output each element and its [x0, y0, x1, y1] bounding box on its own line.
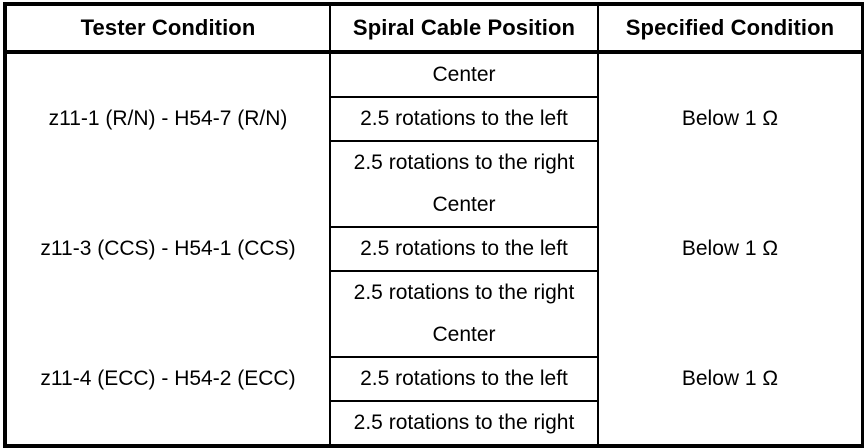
cell-spiral-cable-position: Center	[330, 314, 599, 358]
cell-specified-condition: Below 1 Ω	[598, 52, 863, 184]
table-body: z11-1 (R/N) - H54-7 (R/N) Center Below 1…	[5, 52, 863, 446]
table-row: 2.5 rotations to the right	[5, 141, 863, 184]
table-header: Tester Condition Spiral Cable Position S…	[5, 4, 863, 54]
table-row: 2.5 rotations to the left	[5, 227, 863, 272]
table-row: 2.5 rotations to the left	[5, 357, 863, 402]
cell-tester-condition: z11-4 (ECC) - H54-2 (ECC)	[5, 314, 331, 446]
column-header-tester-condition: Tester Condition	[5, 4, 331, 54]
column-header-specified-condition: Specified Condition	[598, 4, 863, 54]
cell-tester-condition: z11-1 (R/N) - H54-7 (R/N)	[5, 52, 331, 184]
specification-table: Tester Condition Spiral Cable Position S…	[3, 2, 864, 448]
cell-spiral-cable-position: 2.5 rotations to the left	[330, 97, 599, 142]
cell-spiral-cable-position: 2.5 rotations to the right	[330, 401, 599, 446]
table-row: 2.5 rotations to the right	[5, 271, 863, 314]
cell-spiral-cable-position: 2.5 rotations to the right	[330, 271, 599, 314]
specification-table-container: Tester Condition Spiral Cable Position S…	[3, 2, 864, 448]
column-header-spiral-cable-position: Spiral Cable Position	[330, 4, 599, 54]
cell-specified-condition: Below 1 Ω	[598, 184, 863, 314]
cell-specified-condition: Below 1 Ω	[598, 314, 863, 446]
header-row: Tester Condition Spiral Cable Position S…	[5, 4, 863, 54]
table-row: z11-3 (CCS) - H54-1 (CCS) Center Below 1…	[5, 184, 863, 314]
cell-spiral-cable-position: 2.5 rotations to the left	[330, 357, 599, 402]
cell-tester-condition: z11-3 (CCS) - H54-1 (CCS)	[5, 184, 331, 314]
cell-spiral-cable-position: 2.5 rotations to the right	[330, 141, 599, 184]
cell-spiral-cable-position: 2.5 rotations to the left	[330, 227, 599, 272]
cell-spiral-cable-position: Center	[330, 52, 599, 98]
table-row: 2.5 rotations to the left	[5, 97, 863, 142]
table-row: z11-4 (ECC) - H54-2 (ECC) Center Below 1…	[5, 314, 863, 446]
table-row: z11-1 (R/N) - H54-7 (R/N) Center Below 1…	[5, 52, 863, 184]
cell-spiral-cable-position: Center	[330, 184, 599, 228]
